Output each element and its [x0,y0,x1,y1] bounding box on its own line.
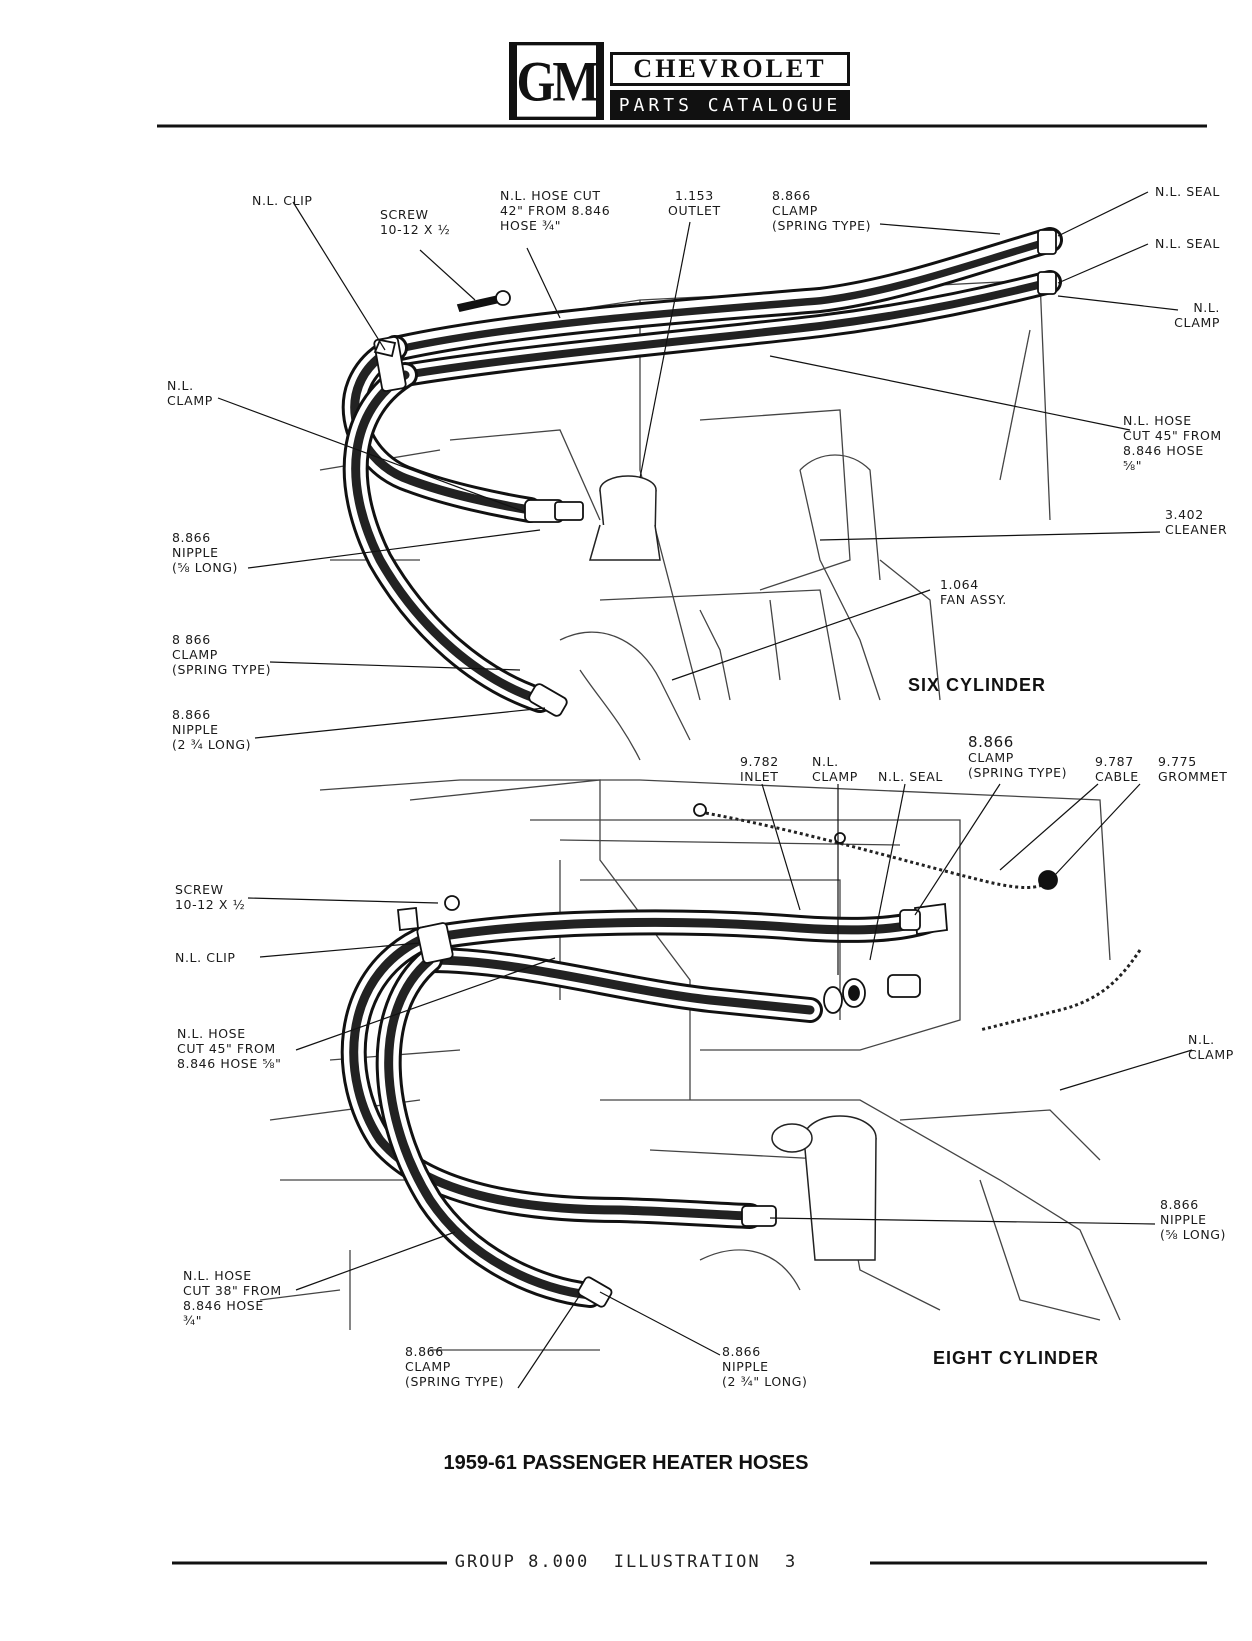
gm-logo: GM [509,42,604,120]
catalogue-subtitle: PARTS CATALOGUE [610,90,850,120]
eight-cylinder-title: EIGHT CYLINDER [933,1348,1100,1368]
footer-text: GROUP 8.000 ILLUSTRATION 3 [446,1552,806,1572]
eight-cylinder-hose-middle [417,947,823,1023]
six-cylinder-hose-drop [341,335,553,713]
six-cylinder-cleaner-outline [799,454,881,581]
six-cylinder-title: SIX CYLINDER [908,675,1047,695]
label-nl-clip-eight: N.L. CLIP [175,950,236,965]
label-nl-clamp-right: N.L.CLAMP [1174,300,1220,330]
label-nl-clamp-left: N.L.CLAMP [167,378,213,408]
label-nl-clip: N.L. CLIP [252,193,313,208]
eight-cylinder-radiator-cap [771,1115,877,1261]
label-nl-clamp-right-eight: N.L.CLAMP [1188,1032,1234,1062]
eight-cylinder-hose-loops [340,927,763,1308]
figure-caption: 1959-61 PASSENGER HEATER HOSES [443,1452,809,1474]
label-nl-seal: N.L. SEAL [878,769,943,784]
six-cylinder-hose-lower [393,270,1062,387]
six-cylinder-leader-lines [217,191,1179,739]
eight-cylinder-fittings [397,803,1058,1308]
six-cylinder-hose-upper [387,227,1063,361]
gm-logo-mark: GM [516,45,600,117]
page-footer: GROUP 8.000 ILLUSTRATION 3 [0,1552,1252,1572]
six-cylinder-fittings [373,229,1057,717]
label-nl-clamp-top: N.L.CLAMP [812,754,858,784]
brand-name: CHEVROLET [610,52,850,86]
eight-cylinder-hose-upper [407,907,943,953]
eight-cylinder-leader-lines [247,783,1193,1389]
label-seal-2: N.L. SEAL [1155,236,1220,251]
eight-cylinder-coil-cable [699,810,1142,1032]
label-seal-1: N.L. SEAL [1155,184,1220,199]
six-cylinder-thermostat-housing [589,475,661,561]
